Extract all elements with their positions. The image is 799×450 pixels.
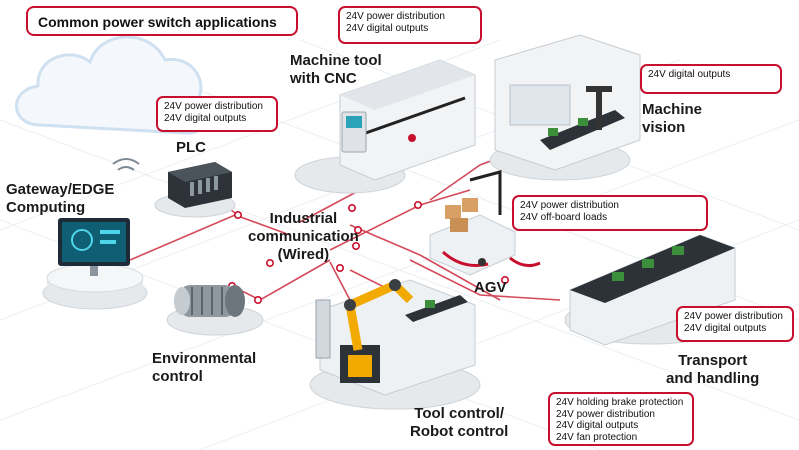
callout-line: 24V digital outputs <box>346 22 429 34</box>
robot-station <box>309 279 481 410</box>
label-line: Machine tool <box>290 52 382 69</box>
label-line: Tool control/ <box>414 405 505 422</box>
label-line: Environmental <box>152 350 257 367</box>
plc-device <box>154 162 236 218</box>
agv-vehicle <box>429 170 541 276</box>
diagram-title: Common power switch applications <box>26 6 298 36</box>
callout-plc: 24V power distribution 24V digital outpu… <box>156 96 278 132</box>
callout-line: 24V power distribution <box>520 200 619 211</box>
callout-line: 24V off-board loads <box>520 211 608 223</box>
callout-line: 24V digital outputs <box>684 322 767 334</box>
label-industrial-communication: Industrial communication (Wired) <box>248 210 359 264</box>
callout-transport: 24V power distribution 24V digital outpu… <box>676 306 794 342</box>
label-environmental: Environmental control <box>152 350 256 386</box>
label-line: (Wired) <box>277 246 330 263</box>
gateway-device <box>42 218 148 310</box>
label-transport: Transport and handling <box>666 352 759 388</box>
label-line: AGV <box>474 279 507 296</box>
machine-vision-station <box>489 34 641 181</box>
connector-dots <box>228 201 509 304</box>
callout-tool-control: 24V holding brake protection 24V power d… <box>548 392 694 446</box>
label-line: control <box>152 368 203 385</box>
callout-line: 24V digital outputs <box>556 420 639 431</box>
label-machine-tool: Machine tool with CNC <box>290 52 382 88</box>
label-line: with CNC <box>290 70 357 87</box>
callout-agv: 24V power distribution 24V off-board loa… <box>512 195 708 231</box>
label-line: Gateway/EDGE <box>6 181 115 198</box>
callout-machine-tool: 24V power distribution 24V digital outpu… <box>338 6 482 44</box>
callout-line: 24V fan protection <box>556 431 638 443</box>
wifi-icon <box>112 158 140 171</box>
label-line: vision <box>642 119 686 136</box>
callout-line: 24V digital outputs <box>648 69 731 80</box>
callout-line: 24V power distribution <box>684 311 783 322</box>
label-line: communication <box>248 228 359 245</box>
callout-line: 24V digital outputs <box>164 112 247 124</box>
label-line: Industrial <box>269 210 338 227</box>
callout-machine-vision: 24V digital outputs <box>640 64 782 94</box>
environmental-device <box>166 285 264 336</box>
label-plc: PLC <box>176 139 206 157</box>
label-machine-vision: Machine vision <box>642 101 702 137</box>
cnc-machine <box>294 59 476 194</box>
callout-line: 24V power distribution <box>164 101 263 112</box>
label-agv: AGV <box>474 279 507 297</box>
label-tool-control: Tool control/ Robot control <box>410 405 508 441</box>
label-line: PLC <box>176 139 206 156</box>
callout-line: 24V power distribution <box>346 11 445 22</box>
label-line: and handling <box>666 370 760 387</box>
label-line: Computing <box>6 199 86 216</box>
callout-line: 24V power distribution <box>556 408 655 420</box>
label-line: Machine <box>642 101 703 118</box>
label-gateway: Gateway/EDGE Computing <box>6 181 114 217</box>
callout-line: 24V holding brake protection <box>556 397 684 408</box>
label-line: Robot control <box>410 423 509 440</box>
label-line: Transport <box>678 352 748 369</box>
